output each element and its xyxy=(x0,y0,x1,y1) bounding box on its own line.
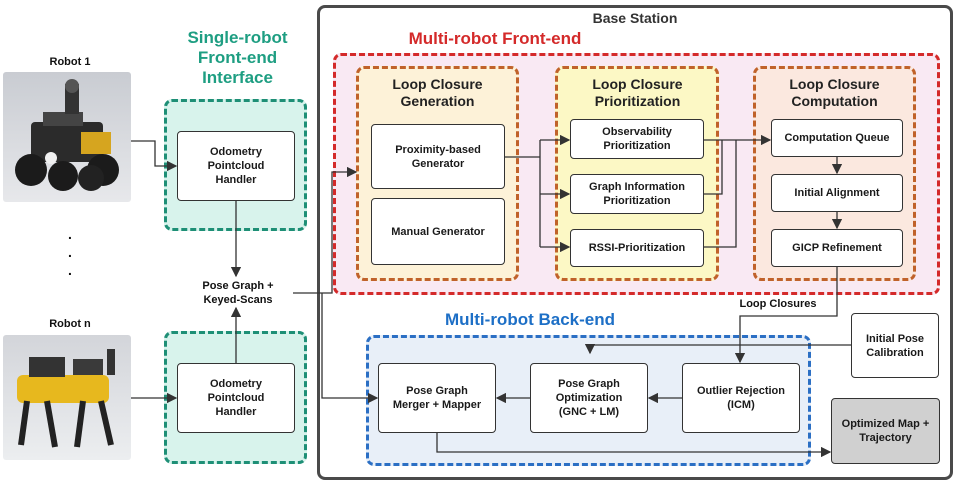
rssi-prioritization: RSSI-Prioritization xyxy=(570,229,704,267)
gicp-refinement: GICP Refinement xyxy=(771,229,903,267)
outlier-rejection: Outlier Rejection (ICM) xyxy=(682,363,800,433)
generation-title: Loop Closure Generation xyxy=(392,76,483,109)
robots-ellipsis: . . . xyxy=(68,226,72,278)
robotn-label: Robot n xyxy=(49,318,91,330)
pose-graph-keyed-scans-label: Pose Graph + Keyed-Scans xyxy=(202,280,274,306)
graph-information-prioritization: Graph Information Prioritization xyxy=(570,174,704,214)
prioritization-title: Loop Closure Prioritization xyxy=(592,76,683,109)
base-station-frame xyxy=(317,5,953,480)
single-robot-title: Single-robot Front-end Interface xyxy=(187,28,288,87)
robotn-image xyxy=(3,335,131,460)
base-station-title: Base Station xyxy=(592,10,678,26)
initial-pose-calibration: Initial Pose Calibration xyxy=(851,313,939,378)
manual-generator: Manual Generator xyxy=(371,198,505,265)
optimized-map-output: Optimized Map + Trajectory xyxy=(831,398,940,464)
odometry-handler-1: Odometry Pointcloud Handler xyxy=(177,131,295,201)
back-end-title: Multi-robot Back-end xyxy=(445,310,615,329)
observability-prioritization: Observability Prioritization xyxy=(570,119,704,159)
initial-alignment: Initial Alignment xyxy=(771,174,903,212)
front-end-title: Multi-robot Front-end xyxy=(408,29,582,48)
computation-queue: Computation Queue xyxy=(771,119,903,157)
robot1-image xyxy=(3,72,131,202)
loop-closures-label: Loop Closures xyxy=(739,298,817,310)
robot1-label: Robot 1 xyxy=(49,56,91,68)
computation-title: Loop Closure Computation xyxy=(789,76,880,109)
odometry-handler-2: Odometry Pointcloud Handler xyxy=(177,363,295,433)
proximity-generator: Proximity-based Generator xyxy=(371,124,505,189)
pose-graph-optimization: Pose Graph Optimization (GNC + LM) xyxy=(530,363,648,433)
pose-graph-merger: Pose Graph Merger + Mapper xyxy=(378,363,496,433)
